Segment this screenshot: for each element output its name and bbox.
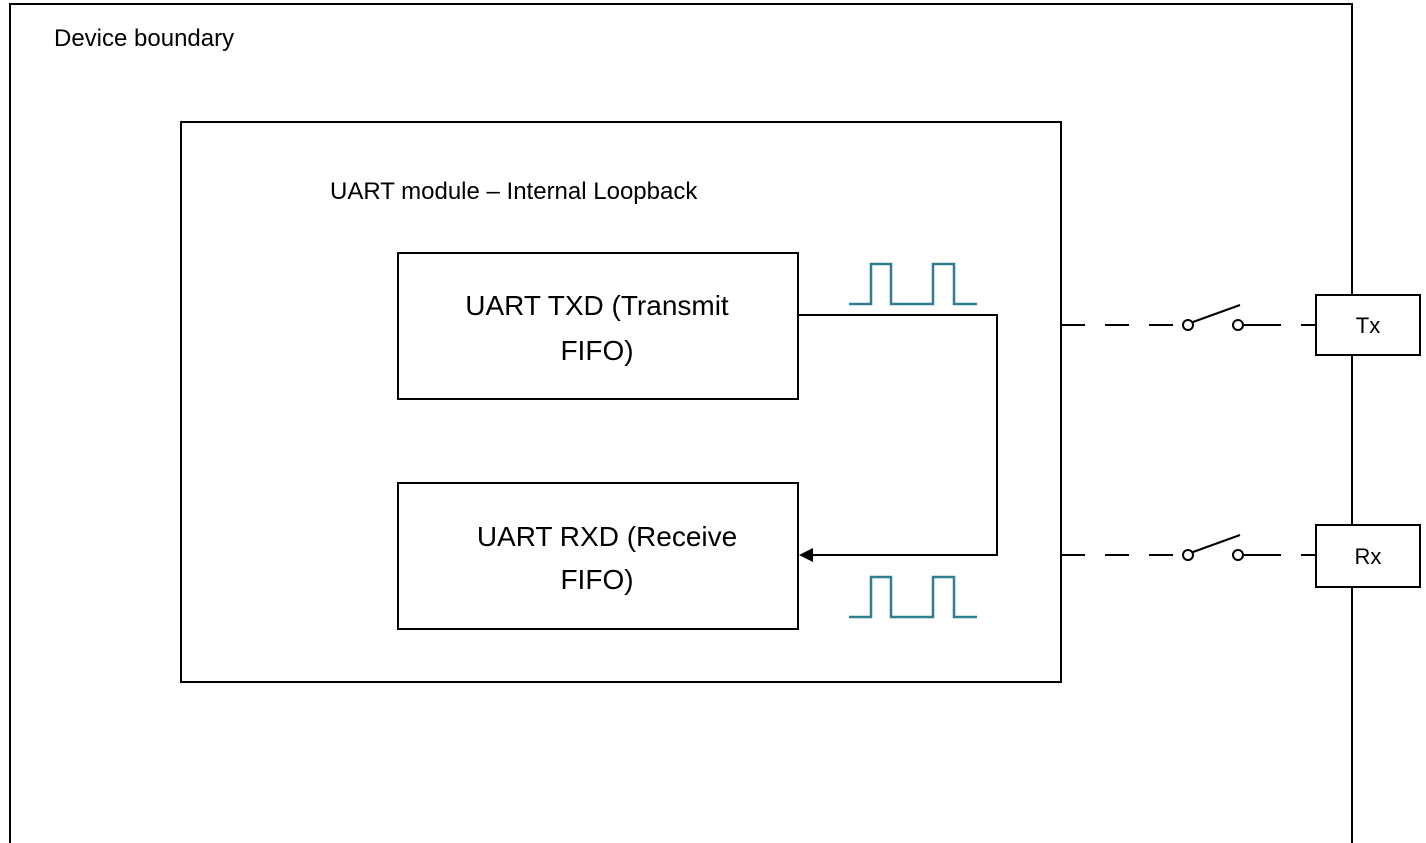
- rx-pin-box: [1315, 524, 1421, 588]
- device-boundary-label: Device boundary: [54, 25, 234, 52]
- loopback-line: [798, 314, 998, 556]
- rx-fifo-block: UART RXD (Receive FIFO): [397, 482, 799, 630]
- tx-pin: Tx: [1315, 294, 1421, 356]
- tx-external-path: [1061, 304, 1316, 331]
- uart-module: UART module – Internal Loopback: [180, 121, 1062, 683]
- tx-pin-label: Tx: [1356, 313, 1380, 338]
- rx-pin-label: Rx: [1355, 544, 1382, 569]
- rx-external-path: [1061, 534, 1316, 561]
- uart-module-outline: [180, 121, 1062, 683]
- rx-fifo-label-line1: UART RXD (Receive: [477, 521, 737, 552]
- loopback-arrowhead: [799, 548, 813, 562]
- tx-switch-icon: [1182, 304, 1244, 331]
- tx-pin-box: [1315, 294, 1421, 356]
- loopback-path: [798, 314, 998, 562]
- rx-fifo-box: [397, 482, 799, 630]
- tx-fifo-label-line1: UART TXD (Transmit: [465, 290, 729, 321]
- tx-waveform-icon: [849, 262, 977, 306]
- tx-fifo-box: [397, 252, 799, 400]
- rx-switch-icon: [1182, 534, 1244, 561]
- rx-pin: Rx: [1315, 524, 1421, 588]
- tx-fifo-label-line2: FIFO): [560, 335, 633, 366]
- tx-fifo-block: UART TXD (Transmit FIFO): [397, 252, 799, 400]
- uart-module-label: UART module – Internal Loopback: [330, 178, 698, 205]
- rx-waveform-icon: [849, 575, 977, 619]
- device-boundary: Device boundary: [9, 3, 1353, 843]
- device-boundary-outline: [9, 3, 1353, 843]
- rx-fifo-label-line2: FIFO): [560, 564, 633, 595]
